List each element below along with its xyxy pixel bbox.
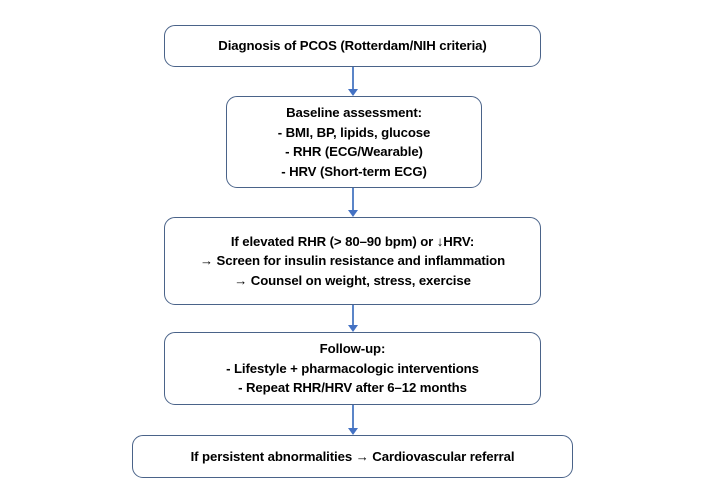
flow-node-baseline-assessment-label: Baseline assessment: - BMI, BP, lipids, …: [277, 105, 431, 179]
flow-node-followup-label: Follow-up: - Lifestyle + pharmacologic i…: [226, 341, 479, 396]
arrow-down-icon: [348, 89, 358, 96]
flow-node-cardiovascular-referral[interactable]: If persistent abnormalities → Cardiovasc…: [132, 435, 573, 478]
flow-connector-followup-to-referral: [346, 405, 360, 435]
connector-line: [352, 67, 354, 89]
flow-node-followup[interactable]: Follow-up: - Lifestyle + pharmacologic i…: [164, 332, 541, 405]
flow-node-cardiovascular-referral-label: If persistent abnormalities → Cardiovasc…: [190, 448, 515, 464]
connector-line: [352, 405, 354, 428]
flow-node-elevated-rhr[interactable]: If elevated RHR (> 80–90 bpm) or ↓HRV: →…: [164, 217, 541, 305]
connector-line: [352, 305, 354, 325]
arrow-down-icon: [348, 428, 358, 435]
flow-node-diagnosis[interactable]: Diagnosis of PCOS (Rotterdam/NIH criteri…: [164, 25, 541, 67]
connector-line: [352, 188, 354, 210]
flow-node-elevated-rhr-label: If elevated RHR (> 80–90 bpm) or ↓HRV: →…: [199, 233, 506, 288]
flow-node-diagnosis-label: Diagnosis of PCOS (Rotterdam/NIH criteri…: [218, 38, 487, 54]
flow-connector-baseline-to-elevated: [346, 188, 360, 217]
flow-connector-elevated-to-followup: [346, 305, 360, 332]
flow-connector-diagnosis-to-baseline: [346, 67, 360, 96]
arrow-down-icon: [348, 325, 358, 332]
flow-node-baseline-assessment[interactable]: Baseline assessment: - BMI, BP, lipids, …: [226, 96, 482, 188]
arrow-down-icon: [348, 210, 358, 217]
